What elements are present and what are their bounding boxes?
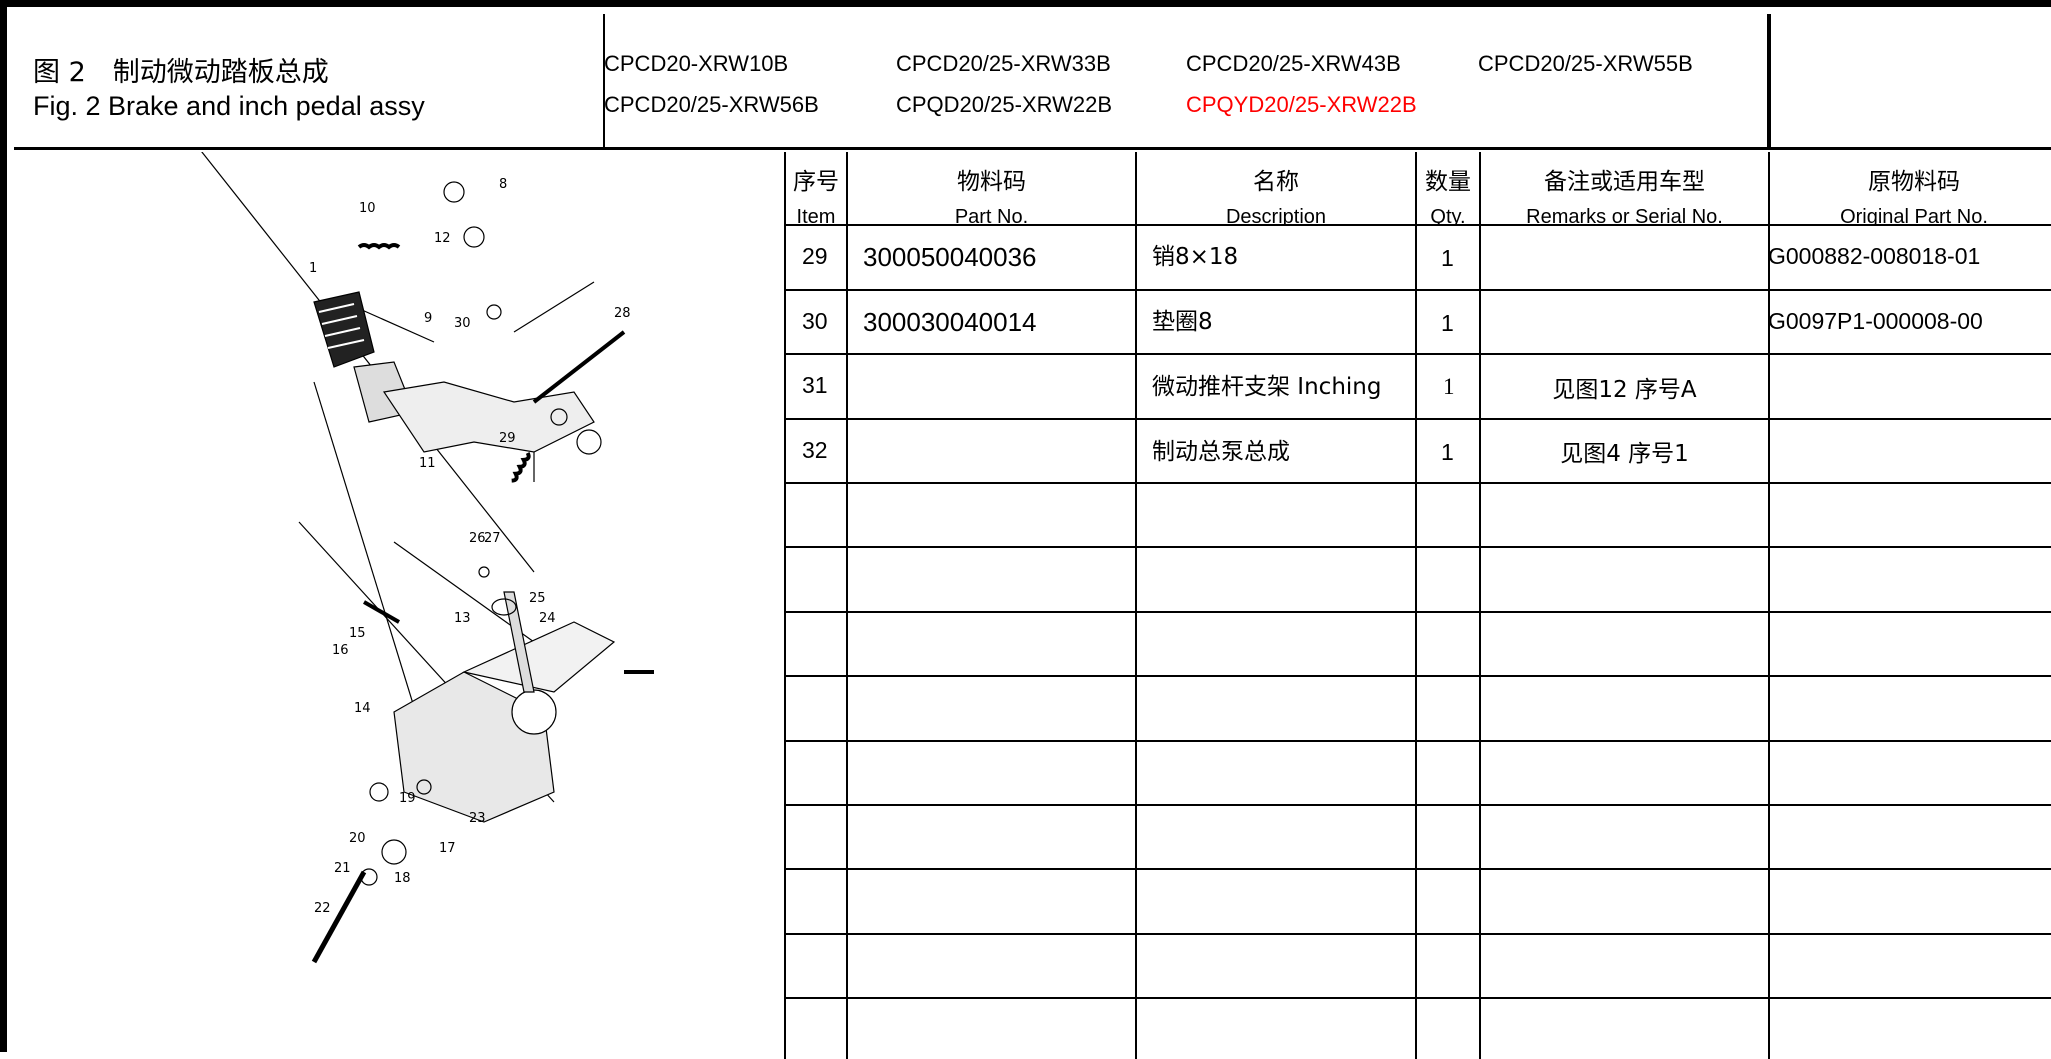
cell-part-no: 300030040014 bbox=[863, 307, 1037, 337]
callout-label: 12 bbox=[434, 231, 451, 246]
callout-label: 26 bbox=[469, 531, 486, 546]
table-grid-line bbox=[784, 224, 2051, 226]
column-header-cn: 原物料码 bbox=[1868, 169, 1960, 195]
callout-label: 8 bbox=[499, 177, 507, 192]
callout-label: 22 bbox=[314, 901, 331, 916]
table-grid-line bbox=[1135, 152, 1137, 1059]
header-divider bbox=[1767, 14, 1771, 150]
cell-item: 32 bbox=[802, 437, 828, 463]
cell-qty: 1 bbox=[1441, 439, 1454, 465]
table-grid-line bbox=[784, 611, 2051, 613]
column-header-en: Remarks or Serial No. bbox=[1526, 206, 1723, 224]
cell-description: 销8×18 bbox=[1152, 244, 1239, 270]
table-grid-line bbox=[784, 804, 2051, 806]
table-grid-line bbox=[1768, 152, 1770, 1059]
column-header-part-no: 物料码 Part No. bbox=[848, 152, 1135, 224]
cell-description: 制动总泵总成 bbox=[1152, 439, 1290, 465]
callout-label: 1 bbox=[309, 261, 317, 276]
column-header-description: 名称 Description bbox=[1137, 152, 1415, 224]
column-header-cn: 名称 bbox=[1253, 169, 1299, 195]
table-grid-line bbox=[784, 418, 2051, 420]
parts-table: 序号 Item 物料码 Part No. 名称 Description 数量 Q… bbox=[784, 152, 2051, 1059]
column-header-en: Description bbox=[1225, 206, 1327, 224]
model-label: CPCD20/25-XRW43B bbox=[1186, 51, 1401, 76]
cell-item: 31 bbox=[802, 372, 828, 398]
callout-label: 19 bbox=[399, 791, 416, 806]
table-grid-line bbox=[1479, 152, 1481, 1059]
table-grid-line bbox=[784, 152, 786, 1059]
column-header-cn: 数量 bbox=[1425, 169, 1471, 195]
brake-inch-pedal-exploded-drawing: 1 2 3 4 5 6 7 8 9 10 11 12 13 14 15 16 1… bbox=[201, 152, 654, 964]
column-header-qty: 数量 Qty. bbox=[1417, 152, 1479, 224]
table-grid-line bbox=[1415, 152, 1417, 1059]
table-grid-line bbox=[846, 152, 848, 1059]
table-grid-line bbox=[784, 675, 2051, 677]
callout-label: 14 bbox=[354, 701, 371, 716]
callout-label: 11 bbox=[419, 456, 436, 471]
cell-item: 29 bbox=[802, 243, 828, 269]
column-header-remarks: 备注或适用车型 Remarks or Serial No. bbox=[1481, 152, 1768, 224]
callout-label: 20 bbox=[349, 831, 366, 846]
column-header-en: Item bbox=[796, 206, 836, 224]
cell-qty: 1 bbox=[1443, 374, 1455, 399]
figure-title-cn: 图 2 制动微动踏板总成 bbox=[33, 57, 329, 88]
column-header-cn: 序号 bbox=[793, 169, 839, 195]
table-grid-line bbox=[784, 868, 2051, 870]
model-label-highlighted: CPQYD20/25-XRW22B bbox=[1186, 92, 1417, 117]
callout-label: 25 bbox=[529, 591, 546, 606]
model-label: CPCD20/25-XRW55B bbox=[1478, 51, 1693, 76]
callout-label: 28 bbox=[614, 306, 631, 321]
model-label: CPQD20/25-XRW22B bbox=[896, 92, 1113, 117]
cell-description: 垫圈8 bbox=[1152, 309, 1213, 335]
callout-label: 13 bbox=[454, 611, 471, 626]
callout-label: 17 bbox=[439, 841, 456, 856]
callout-label: 29 bbox=[499, 431, 516, 446]
table-grid-line bbox=[784, 933, 2051, 935]
model-label: CPCD20/25-XRW56B bbox=[604, 92, 819, 117]
callout-label: 30 bbox=[454, 316, 471, 331]
column-header-original-part-no: 原物料码 Original Part No. bbox=[1770, 152, 2051, 224]
callout-label: 24 bbox=[539, 611, 556, 626]
table-grid-line bbox=[784, 997, 2051, 999]
callout-label: 15 bbox=[349, 626, 366, 641]
callout-label: 27 bbox=[484, 531, 501, 546]
cell-description: 微动推杆支架 Inching bbox=[1152, 374, 1382, 400]
cell-qty: 1 bbox=[1441, 245, 1454, 271]
callout-label: 18 bbox=[394, 871, 411, 886]
column-header-item: 序号 Item bbox=[786, 152, 846, 224]
callout-label: 9 bbox=[424, 311, 432, 326]
table-grid-line bbox=[784, 740, 2051, 742]
cell-qty: 1 bbox=[1441, 310, 1454, 336]
column-header-en: Original Part No. bbox=[1840, 206, 1988, 224]
column-header-cn: 物料码 bbox=[957, 169, 1026, 195]
column-header-en: Qty. bbox=[1430, 206, 1466, 224]
cell-remarks: 见图12 序号A bbox=[1552, 377, 1697, 403]
callout-label: 10 bbox=[359, 201, 376, 216]
table-grid-line bbox=[784, 353, 2051, 355]
model-label: CPCD20/25-XRW33B bbox=[896, 51, 1111, 76]
model-label: CPCD20-XRW10B bbox=[604, 51, 789, 76]
callout-label: 21 bbox=[334, 861, 351, 876]
cell-part-no: 300050040036 bbox=[863, 242, 1037, 272]
cell-item: 30 bbox=[802, 308, 828, 334]
table-grid-line bbox=[784, 546, 2051, 548]
column-header-en: Part No. bbox=[954, 206, 1029, 224]
cell-remarks: 见图4 序号1 bbox=[1560, 441, 1689, 467]
table-grid-line bbox=[784, 289, 2051, 291]
figure-title-en: Fig. 2 Brake and inch pedal assy bbox=[33, 91, 425, 121]
callout-label: 23 bbox=[469, 811, 486, 826]
cell-original-part-no: G0097P1-000008-00 bbox=[1768, 308, 1983, 334]
cell-original-part-no: G000882-008018-01 bbox=[1768, 243, 1981, 269]
page-header: 图 2 制动微动踏板总成 Fig. 2 Brake and inch pedal… bbox=[14, 14, 2051, 150]
column-header-cn: 备注或适用车型 bbox=[1544, 169, 1705, 195]
callout-label: 16 bbox=[332, 643, 349, 658]
table-grid-line bbox=[784, 482, 2051, 484]
header-divider bbox=[603, 14, 605, 150]
